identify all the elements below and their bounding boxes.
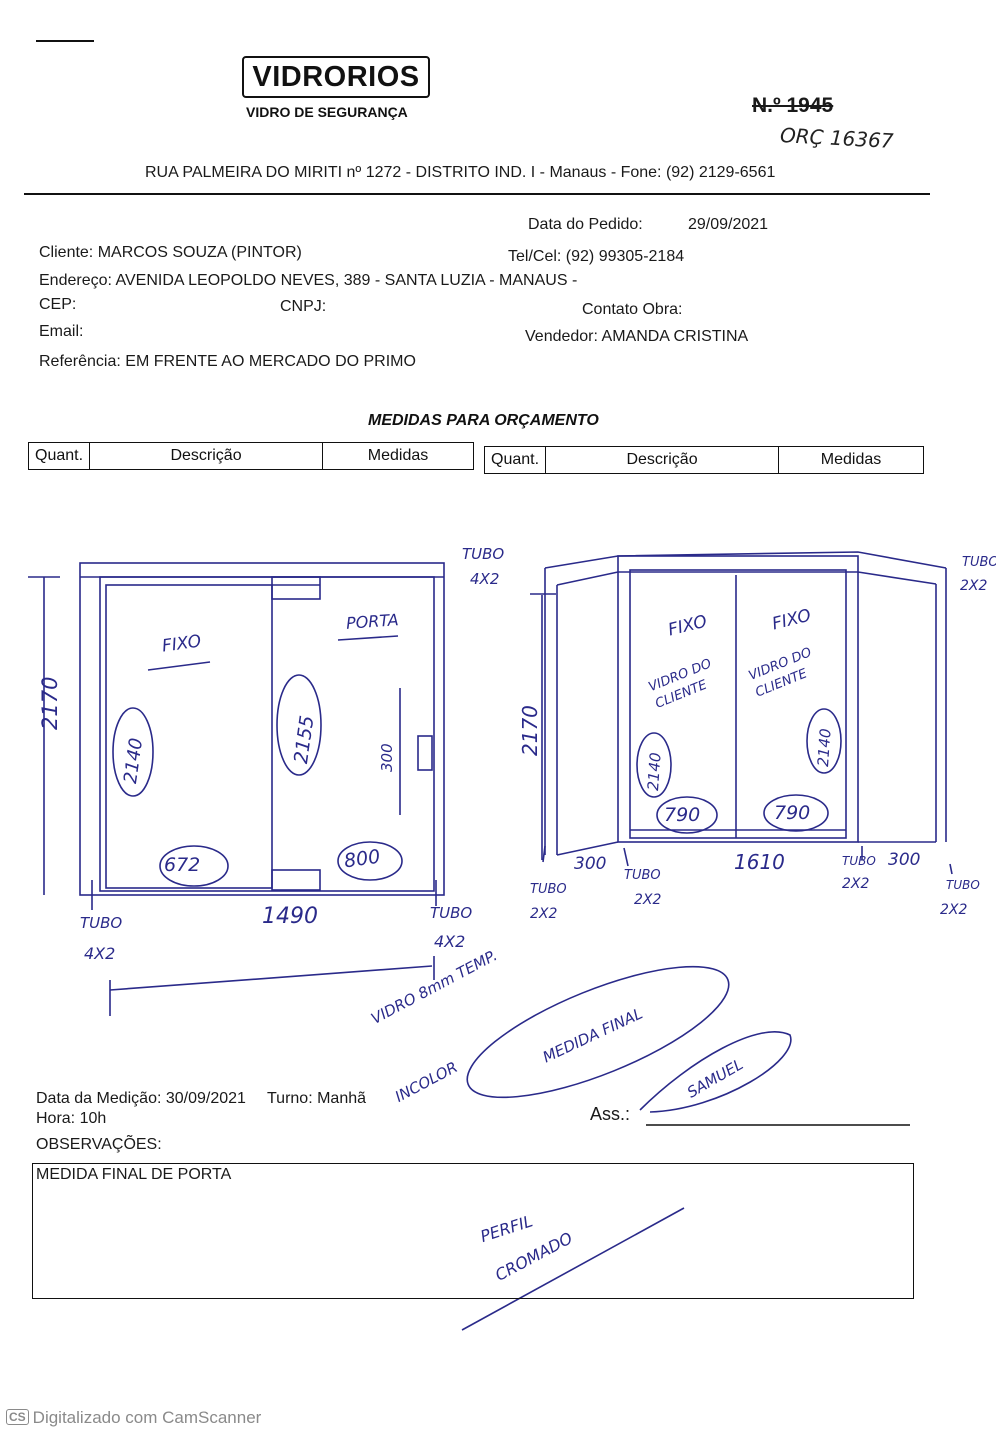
left-frame-outer xyxy=(79,562,445,896)
right-width-glass-a: 790 xyxy=(664,804,701,826)
document-number: N.º 1945 xyxy=(752,94,834,117)
right-height-total: 2170 xyxy=(518,705,542,756)
right-tubo-3: TUBO xyxy=(842,854,876,868)
company-logo: VIDRORIOS xyxy=(242,56,430,98)
camscanner-text: Digitalizado com CamScanner xyxy=(32,1408,262,1427)
email-label: Email: xyxy=(39,323,84,340)
cep-label: CEP: xyxy=(39,296,77,313)
col-quant: Quant. xyxy=(27,442,91,470)
right-frame-outer xyxy=(617,555,859,843)
measures-title: MEDIDAS PARA ORÇAMENTO xyxy=(368,412,599,429)
order-date-value: 29/09/2021 xyxy=(688,216,769,233)
top-left-mark xyxy=(36,40,94,42)
observations-label: OBSERVAÇÕES: xyxy=(36,1136,162,1153)
client-address: Endereço: AVENIDA LEOPOLDO NEVES, 389 - … xyxy=(39,272,578,289)
observations-text: MEDIDA FINAL DE PORTA xyxy=(36,1166,232,1183)
col-measures: Medidas xyxy=(778,446,924,474)
right-ellipse-790-b xyxy=(763,794,829,832)
signature-stroke xyxy=(639,1031,792,1113)
left-tubo-top-size: 4X2 xyxy=(470,570,500,588)
right-width-glass-b: 790 xyxy=(774,802,811,824)
measures-table-left: Quant. Descrição Medidas xyxy=(27,442,474,470)
left-ellipse-2155 xyxy=(276,674,322,776)
right-frame-inner xyxy=(629,569,847,839)
right-tubo-4: TUBO xyxy=(946,878,980,892)
col-measures: Medidas xyxy=(322,442,474,470)
right-ellipse-2140-a xyxy=(636,732,672,798)
right-tubo-top: TUBO xyxy=(962,555,996,570)
left-height-total: 2170 xyxy=(38,676,62,730)
cnpj-label: CNPJ: xyxy=(280,298,327,315)
right-tubo-3-size: 2X2 xyxy=(842,876,870,892)
signature-label: Ass.: xyxy=(590,1104,631,1124)
right-center-width: 1610 xyxy=(734,850,785,874)
left-porta-label: PORTA xyxy=(345,610,400,633)
header-divider xyxy=(24,193,930,195)
right-ellipse-790-a xyxy=(656,796,718,834)
company-address: RUA PALMEIRA DO MIRITI nº 1272 - DISTRIT… xyxy=(145,164,776,181)
left-fixo-panel xyxy=(105,584,273,889)
right-tubo-2: TUBO xyxy=(624,868,661,883)
right-side-left: 300 xyxy=(574,854,607,874)
observations-box: MEDIDA FINAL DE PORTA xyxy=(32,1163,914,1299)
right-height-glass-a: 2140 xyxy=(644,751,665,792)
right-tubo-1: TUBO xyxy=(530,882,567,897)
client-phone: Tel/Cel: (92) 99305-2184 xyxy=(508,248,685,265)
left-width-total: 1490 xyxy=(262,904,318,929)
left-width-fixo: 672 xyxy=(164,854,201,876)
left-tubo-left-size: 4X2 xyxy=(84,944,116,963)
contact-label: Contato Obra: xyxy=(582,301,683,318)
client-name: Cliente: MARCOS SOUZA (PINTOR) xyxy=(39,244,302,261)
right-side-right: 300 xyxy=(888,850,921,870)
camscanner-logo-icon: CS xyxy=(6,1409,29,1425)
logo-subtitle: VIDRO DE SEGURANÇA xyxy=(246,104,408,120)
col-description: Descrição xyxy=(89,442,324,470)
left-handle-size: 300 xyxy=(378,743,396,772)
left-ellipse-2140 xyxy=(112,707,154,797)
col-quant: Quant. xyxy=(483,446,547,474)
right-tubo-4-size: 2X2 xyxy=(940,902,968,918)
perfil-strike xyxy=(461,1207,685,1331)
right-height-glass-b: 2140 xyxy=(814,727,835,768)
order-date-label: Data do Pedido: xyxy=(528,216,643,233)
right-ellipse-2140-b xyxy=(806,708,842,774)
measures-table-right: Quant. Descrição Medidas xyxy=(483,446,924,474)
right-tubo-top-size: 2X2 xyxy=(960,578,988,594)
right-tubo-1-size: 2X2 xyxy=(530,906,558,922)
measurement-turno: Turno: Manhã xyxy=(267,1090,367,1107)
measurement-date: Data da Medição: 30/09/2021 xyxy=(36,1090,246,1107)
seller-name: Vendedor: AMANDA CRISTINA xyxy=(525,328,749,345)
reference: Referência: EM FRENTE AO MERCADO DO PRIM… xyxy=(39,353,416,370)
col-description: Descrição xyxy=(545,446,780,474)
measurement-hora: Hora: 10h xyxy=(36,1110,107,1127)
left-tubo-top: TUBO xyxy=(462,545,505,563)
left-ellipse-800 xyxy=(337,841,403,881)
right-tubo-2-size: 2X2 xyxy=(634,892,662,908)
medida-final-ellipse xyxy=(466,965,730,1099)
left-ellipse-672 xyxy=(159,845,229,887)
left-tubo-right-size: 4X2 xyxy=(434,932,466,951)
left-tubo-right: TUBO xyxy=(430,904,473,922)
left-tubo-left: TUBO xyxy=(80,914,123,932)
